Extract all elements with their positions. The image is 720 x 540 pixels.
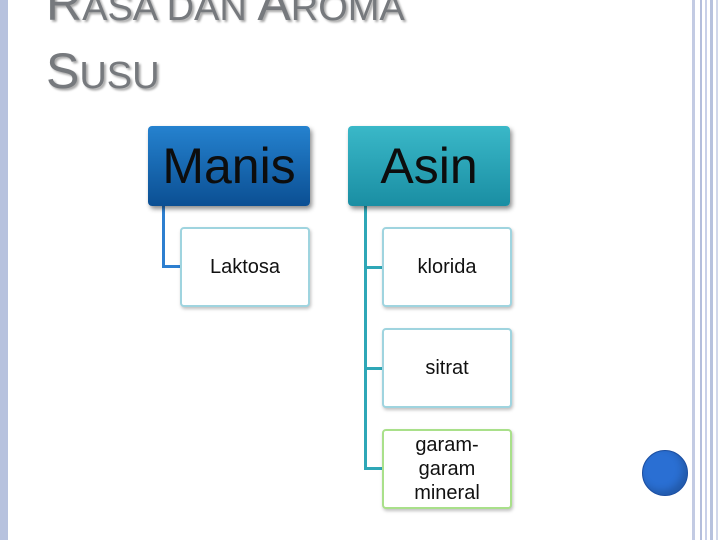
title-part: ROMA xyxy=(290,0,405,29)
title-part: R xyxy=(46,0,83,31)
node-asin-label: Asin xyxy=(380,138,478,194)
decorative-circle xyxy=(642,450,688,496)
node-garam-mineral: garam- garam mineral xyxy=(382,429,512,509)
node-klorida: klorida xyxy=(382,227,512,307)
title-part: A xyxy=(257,0,291,31)
title-part: ASA DAN xyxy=(82,0,258,29)
node-mineral-line: mineral xyxy=(414,482,480,504)
slide-title: RASA DAN AROMA SUSU xyxy=(46,0,405,114)
title-part: S xyxy=(46,43,80,99)
node-laktosa: Laktosa xyxy=(180,227,310,307)
node-manis-label: Manis xyxy=(162,138,296,194)
title-line-2: SUSU xyxy=(46,46,405,114)
connector-asin-sitrat xyxy=(364,367,382,370)
right-decorative-rail xyxy=(692,0,720,540)
node-mineral-line: garam xyxy=(418,458,476,480)
node-asin: Asin xyxy=(348,126,510,206)
left-accent-bar xyxy=(0,0,8,540)
node-sitrat: sitrat xyxy=(382,328,512,408)
node-sitrat-label: sitrat xyxy=(425,356,469,379)
node-manis: Manis xyxy=(148,126,310,206)
title-line-1: RASA DAN AROMA xyxy=(46,0,405,46)
node-klorida-label: klorida xyxy=(417,255,477,278)
connector-manis-laktosa xyxy=(162,206,180,268)
node-mineral-line: garam- xyxy=(415,434,479,456)
connector-asin-trunk xyxy=(364,206,367,470)
node-laktosa-label: Laktosa xyxy=(209,255,281,278)
connector-asin-mineral xyxy=(364,467,382,470)
connector-asin-klorida xyxy=(364,266,382,269)
title-part: USU xyxy=(79,55,160,97)
